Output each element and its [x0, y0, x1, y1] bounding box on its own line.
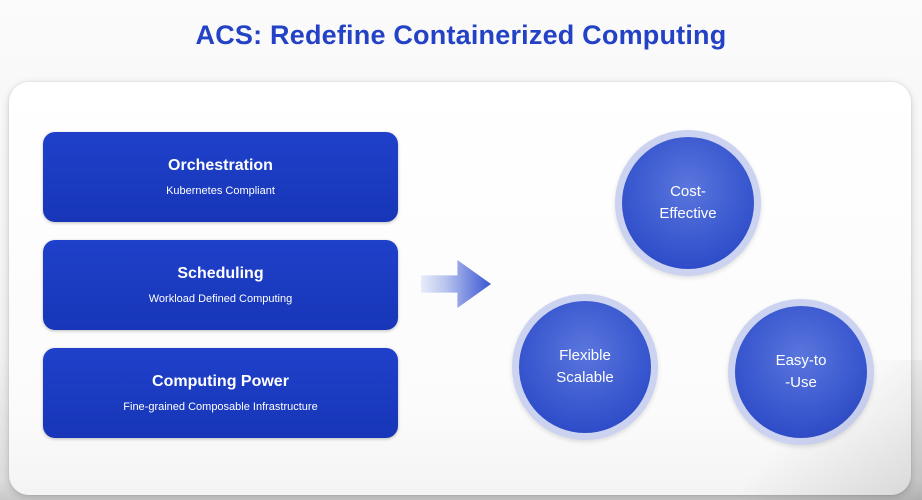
- feature-box-title: Orchestration: [168, 157, 273, 174]
- benefit-circle-label: Cost- Effective: [659, 183, 717, 222]
- benefit-circle-inner: Easy-to -Use: [735, 306, 867, 438]
- feature-box-title: Computing Power: [152, 373, 289, 390]
- right-arrow-icon: [421, 260, 491, 308]
- feature-box-subtitle: Fine-grained Composable Infrastructure: [123, 401, 318, 413]
- benefit-circle-label: Easy-to -Use: [775, 352, 827, 391]
- benefit-circle-cost-effective: Cost- Effective: [615, 130, 761, 276]
- feature-box-subtitle: Kubernetes Compliant: [166, 185, 275, 197]
- benefit-circle-inner: Flexible Scalable: [519, 301, 651, 433]
- benefit-circle-easy-to-use: Easy-to -Use: [728, 299, 874, 445]
- feature-box-scheduling: Scheduling Workload Defined Computing: [43, 240, 398, 330]
- feature-box-computing-power: Computing Power Fine-grained Composable …: [43, 348, 398, 438]
- feature-box-orchestration: Orchestration Kubernetes Compliant: [43, 132, 398, 222]
- page-title: ACS: Redefine Containerized Computing: [195, 20, 727, 50]
- benefit-circle-label: Flexible Scalable: [556, 347, 614, 386]
- feature-box-title: Scheduling: [177, 265, 264, 282]
- content-panel: Orchestration Kubernetes Compliant Sched…: [9, 82, 911, 495]
- benefit-circle-flexible-scalable: Flexible Scalable: [512, 294, 658, 440]
- feature-box-subtitle: Workload Defined Computing: [148, 293, 293, 305]
- benefit-circle-inner: Cost- Effective: [622, 137, 754, 269]
